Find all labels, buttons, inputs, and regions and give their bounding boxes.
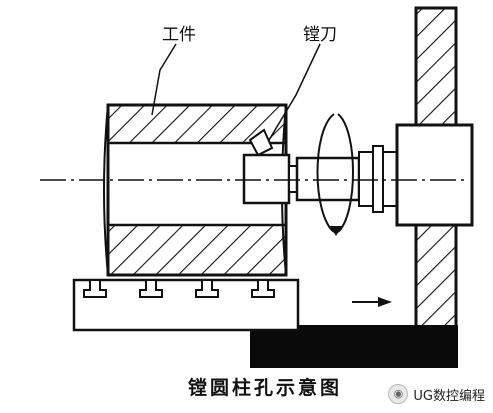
cutter-leader [265, 43, 321, 146]
workpiece-label: 工件 [162, 25, 196, 45]
watermark: ◉ UG数控编程 [388, 384, 485, 404]
watermark-text: UG数控编程 [413, 388, 485, 404]
diagram-caption: 镗圆柱孔示意图 [188, 377, 343, 399]
floor-block [250, 325, 458, 368]
rotation-indicator-icon [316, 113, 354, 236]
spindle-housing [358, 123, 474, 227]
feed-arrow-icon [352, 297, 392, 307]
workpiece-leader [151, 43, 177, 116]
boring-cutter [242, 128, 361, 205]
machine-table [72, 278, 300, 332]
boring-cutter-label: 镗刀 [303, 25, 337, 45]
wechat-icon: ◉ [388, 384, 409, 404]
